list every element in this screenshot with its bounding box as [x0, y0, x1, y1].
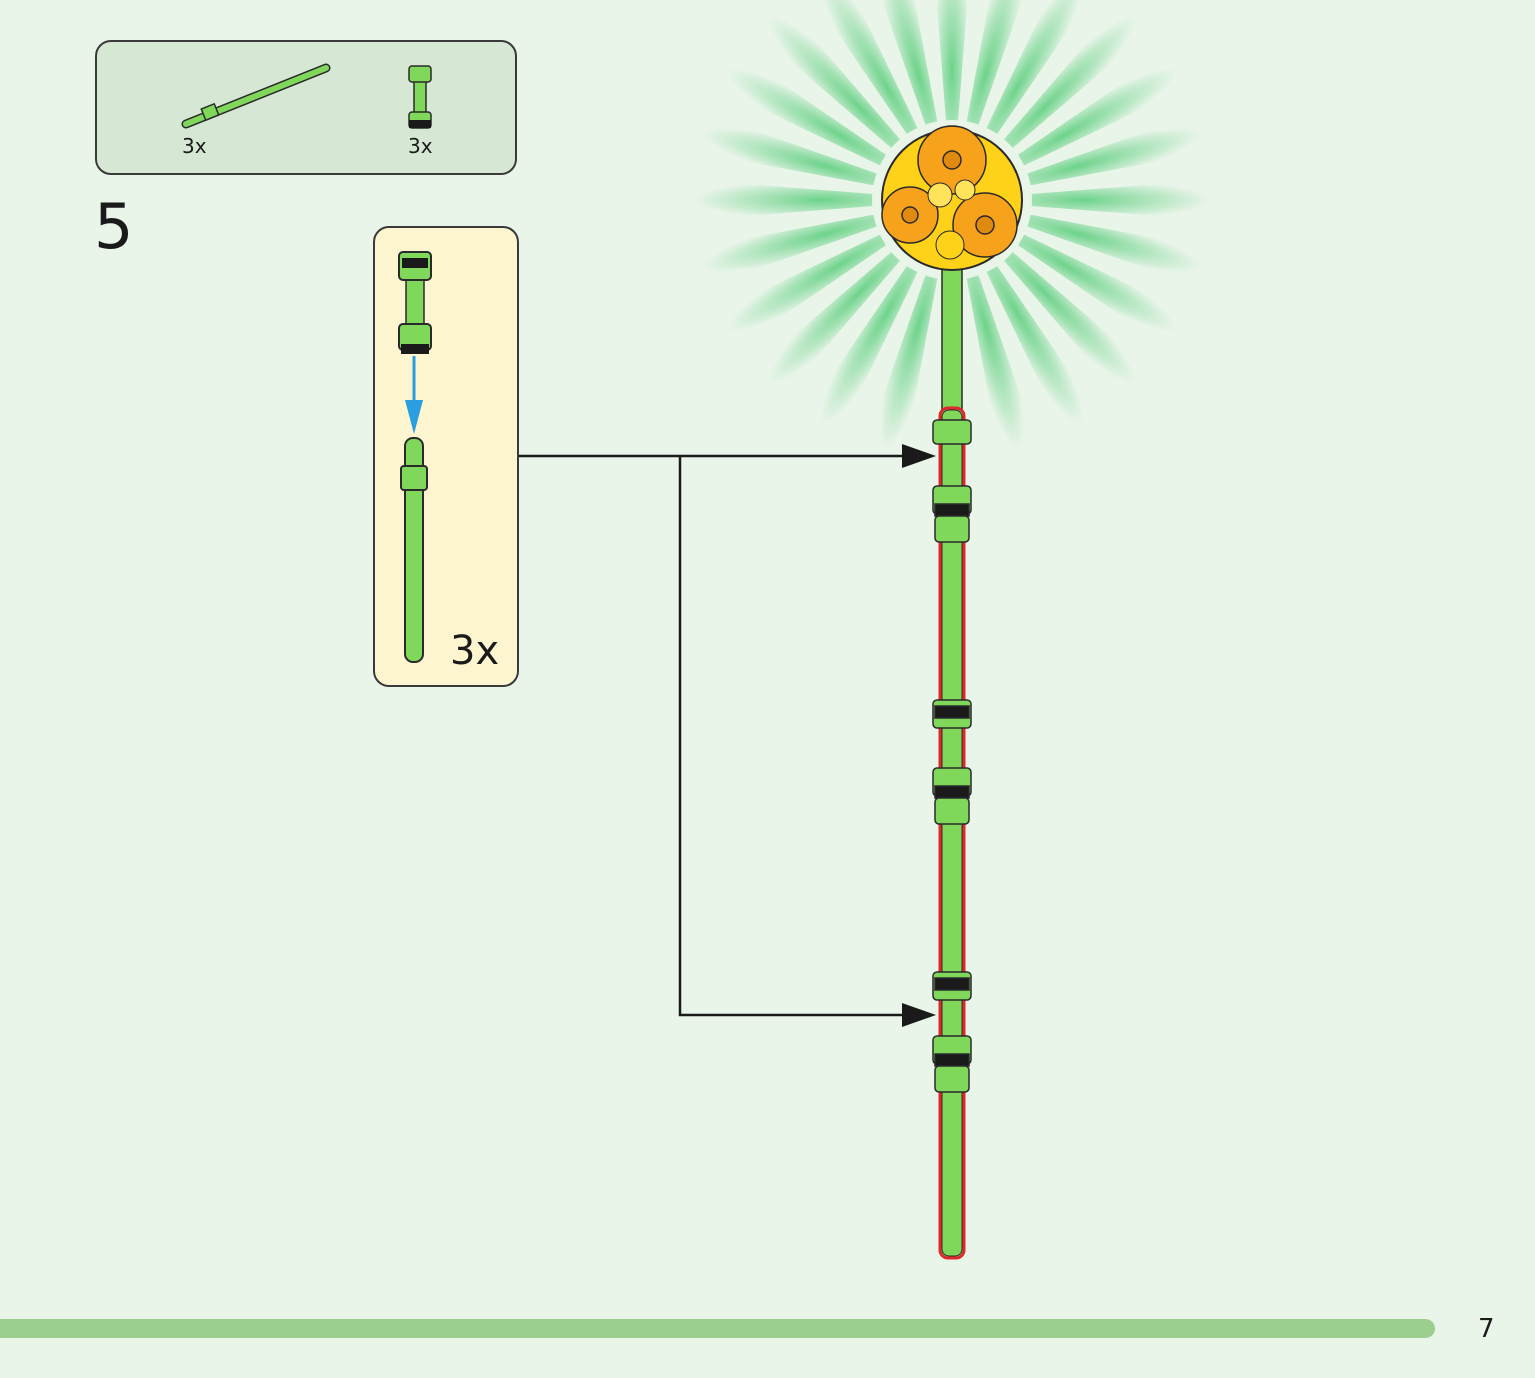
parts-list-box — [95, 40, 517, 175]
long-axle-quantity: 3x — [182, 134, 207, 158]
flower-top — [917, 125, 987, 195]
connector-peg-part — [408, 65, 432, 129]
long-axle-part — [181, 63, 331, 129]
connector-peg-quantity: 3x — [408, 134, 433, 158]
stem-connectors — [932, 419, 972, 1093]
footer-progress-bar — [0, 1319, 1435, 1338]
sub-assembly-connector — [398, 251, 432, 354]
callout-lines — [519, 454, 930, 1017]
step-number: 5 — [94, 190, 134, 263]
page-number: 7 — [1478, 1314, 1495, 1344]
flower-left — [881, 186, 939, 244]
callout-arrowhead-bottom — [902, 1003, 936, 1027]
callout-arrowhead-top — [902, 444, 936, 468]
sub-assembly-axle — [400, 437, 428, 663]
sub-assembly-box — [373, 226, 519, 687]
sub-assembly-quantity: 3x — [450, 628, 500, 674]
insert-arrow — [405, 356, 423, 434]
flower-head — [881, 125, 1023, 271]
flower-right — [952, 192, 1018, 258]
